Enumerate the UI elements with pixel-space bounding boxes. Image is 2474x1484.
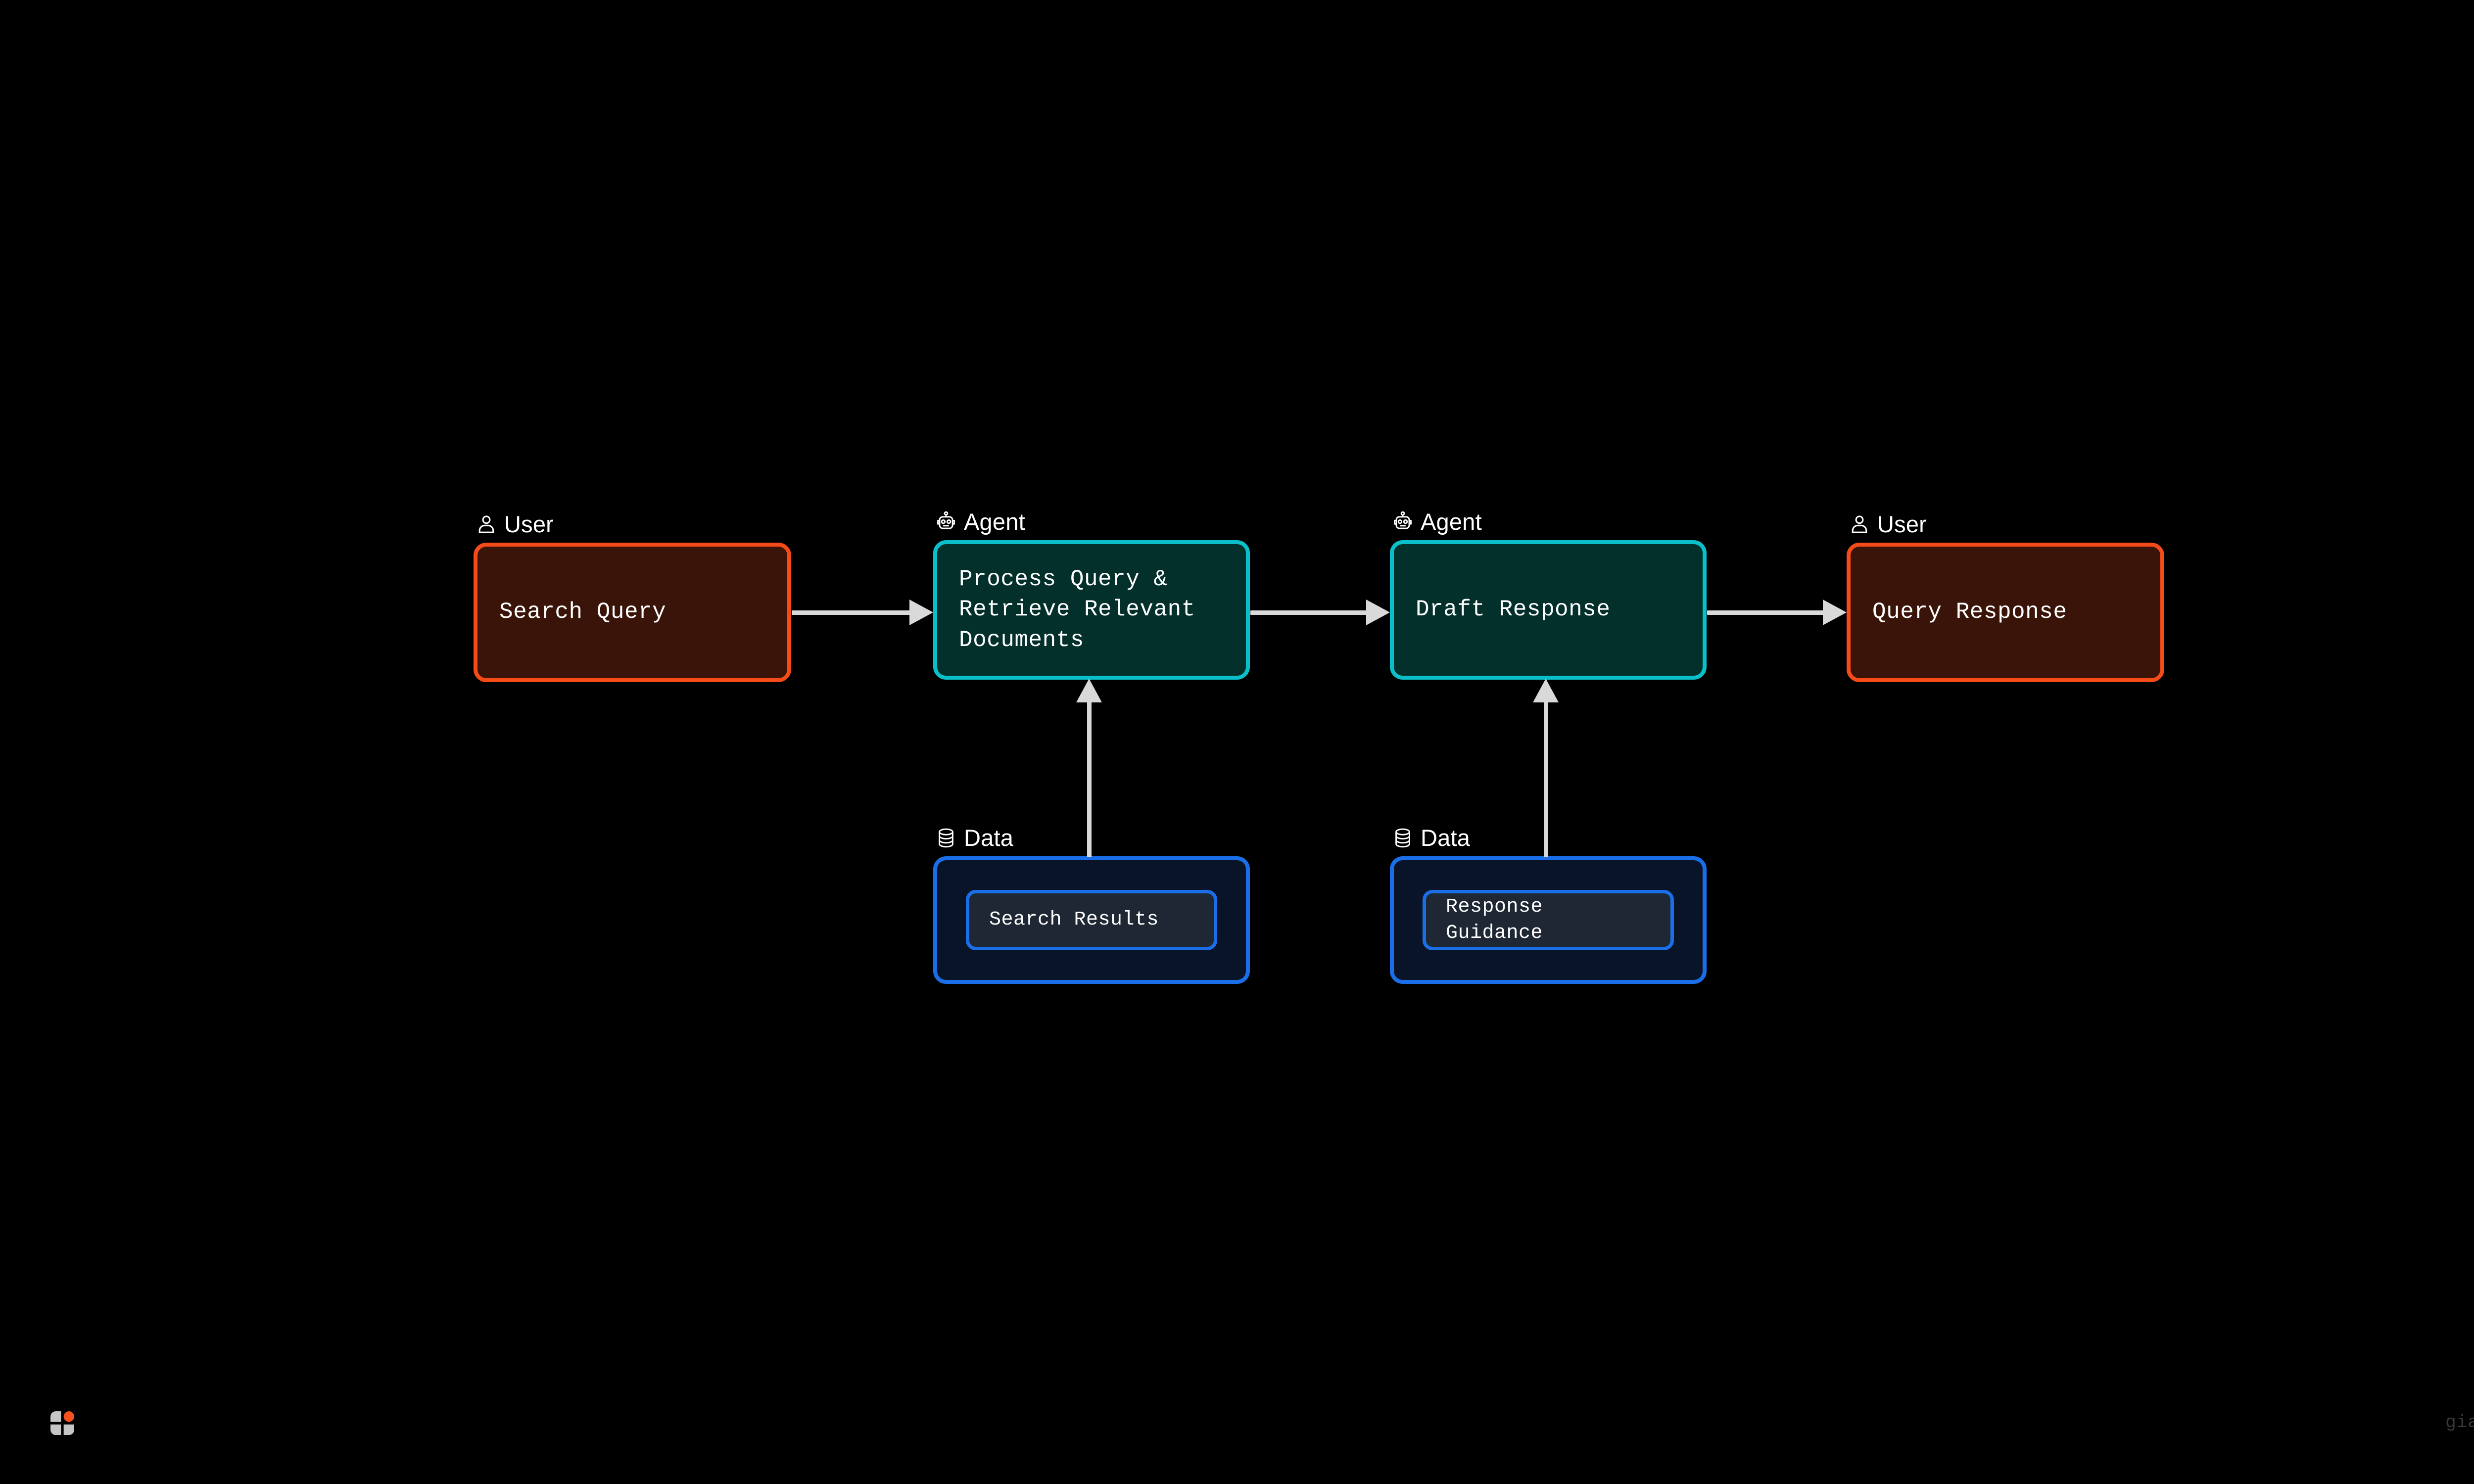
node-label-text: Data — [1421, 825, 1471, 851]
robot-icon — [1391, 510, 1414, 533]
node-search-results[interactable]: Data Search Results — [933, 826, 1250, 984]
node-box-text: Query Response — [1872, 599, 2067, 625]
node-box-text: Draft Response — [1416, 597, 1611, 623]
user-icon — [1848, 513, 1871, 536]
node-box-text: Process Query & Retrieve Relevant Docume… — [959, 566, 1195, 653]
connector-line — [1087, 701, 1092, 857]
data-box-response-guidance[interactable]: Response Guidance — [1390, 856, 1707, 984]
node-draft-response[interactable]: Agent Draft Response — [1390, 510, 1707, 680]
user-icon — [475, 513, 498, 536]
connector-arrowhead — [1533, 679, 1559, 702]
node-box-process-query[interactable]: Process Query & Retrieve Relevant Docume… — [933, 540, 1250, 680]
node-search-query[interactable]: User Search Query — [474, 512, 791, 682]
robot-icon — [935, 510, 957, 533]
node-label-text: Agent — [1421, 509, 1482, 535]
connector-arrowhead — [1076, 679, 1102, 702]
data-inner-card[interactable]: Response Guidance — [1423, 890, 1674, 950]
node-label-data: Data — [1391, 826, 1470, 849]
database-icon — [935, 827, 957, 849]
data-card-text: Search Results — [989, 909, 1159, 931]
watermark-text: giantkelp.com — [2445, 1412, 2474, 1433]
node-label-text: Agent — [964, 509, 1025, 535]
node-label-agent: Agent — [1391, 510, 1482, 533]
connector-line — [1707, 610, 1826, 615]
node-box-query-response[interactable]: Query Response — [1847, 543, 2164, 682]
node-box-search-query[interactable]: Search Query — [474, 543, 791, 682]
node-label-user: User — [1848, 512, 1927, 536]
node-process-query[interactable]: Agent Process Query & Retrieve Relevant … — [933, 510, 1250, 680]
node-query-response[interactable]: User Query Response — [1847, 512, 2164, 682]
database-icon — [1391, 827, 1414, 849]
connector-line — [1250, 610, 1369, 615]
connector-line — [1544, 701, 1548, 857]
node-label-text: User — [504, 511, 554, 537]
data-card-text: Response Guidance — [1446, 895, 1543, 944]
node-response-guidance[interactable]: Data Response Guidance — [1390, 826, 1707, 984]
node-label-text: User — [1877, 511, 1927, 537]
brand-logo-icon — [47, 1407, 78, 1439]
node-box-text: Search Query — [499, 599, 666, 625]
data-inner-card[interactable]: Search Results — [966, 890, 1217, 950]
connector-line — [792, 610, 912, 615]
node-label-agent: Agent — [935, 510, 1025, 533]
connector-arrowhead — [1823, 600, 1847, 625]
connector-arrowhead — [909, 600, 933, 625]
data-box-search-results[interactable]: Search Results — [933, 856, 1250, 984]
node-label-user: User — [475, 512, 554, 536]
node-label-text: Data — [964, 825, 1014, 851]
node-box-draft-response[interactable]: Draft Response — [1390, 540, 1707, 680]
connector-arrowhead — [1366, 600, 1390, 625]
node-label-data: Data — [935, 826, 1013, 849]
